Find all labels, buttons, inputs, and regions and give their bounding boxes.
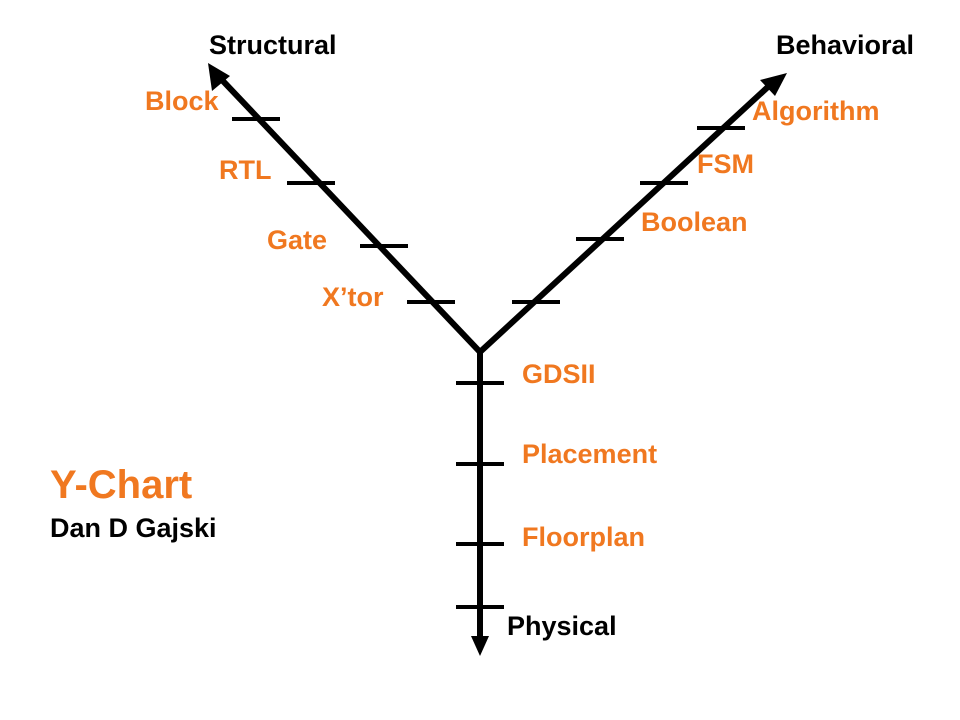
chart-author: Dan D Gajski — [50, 513, 217, 543]
physical-level-floorplan: Floorplan — [522, 522, 645, 552]
structural-level-gate: Gate — [267, 225, 328, 255]
behavioral-level-boolean: Boolean — [641, 207, 748, 237]
structural-arrowhead — [208, 63, 230, 91]
physical-arrowhead — [471, 636, 489, 656]
behavioral-level-algorithm: Algorithm — [752, 96, 880, 126]
structural-level-xtor: X’tor — [322, 282, 384, 312]
physical-level-placement: Placement — [522, 439, 658, 469]
structural-level-block: Block — [145, 86, 219, 116]
physical-level-gdsii: GDSII — [522, 359, 596, 389]
structural-level-rtl: RTL — [219, 155, 272, 185]
behavioral-arrowhead — [760, 73, 787, 96]
structural-axis-label: Structural — [209, 30, 337, 60]
physical-axis-label: Physical — [507, 611, 617, 641]
behavioral-level-fsm: FSM — [697, 149, 754, 179]
chart-title: Y-Chart — [50, 463, 193, 507]
structural-axis — [219, 77, 483, 355]
behavioral-axis-label: Behavioral — [776, 30, 915, 60]
